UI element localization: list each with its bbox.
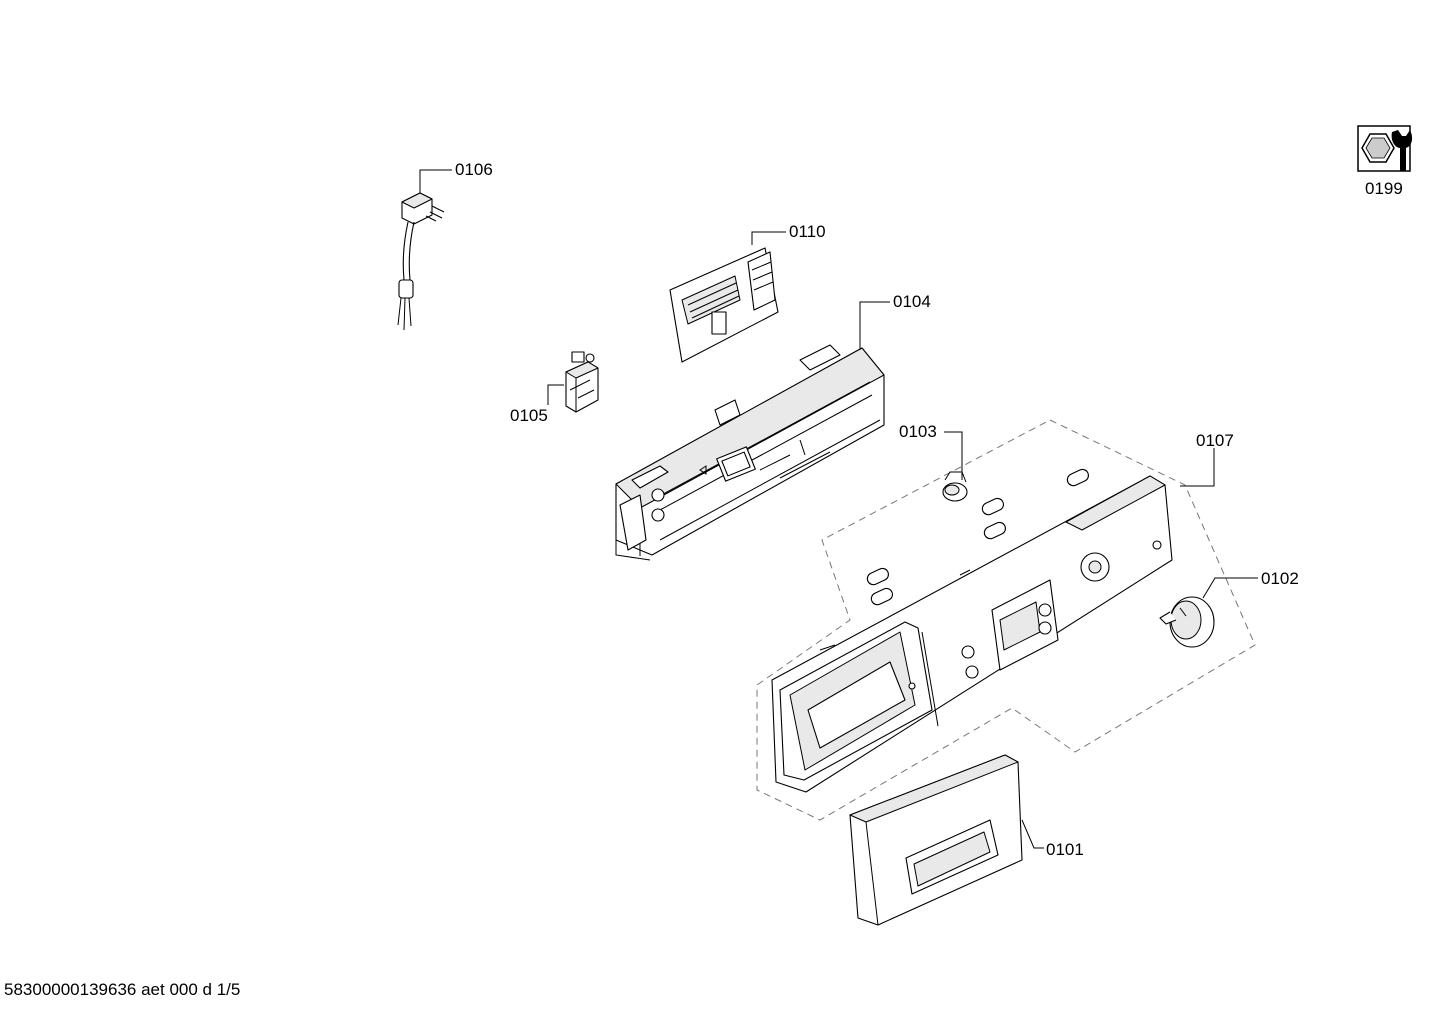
push-button-part[interactable] — [942, 471, 968, 502]
mains-cable-part[interactable] — [397, 192, 445, 331]
button-pins — [866, 468, 1089, 606]
selector-knob-part[interactable] — [1159, 596, 1215, 648]
control-panel-fascia-part[interactable] — [771, 475, 1173, 793]
label-0105[interactable]: 0105 — [510, 406, 548, 425]
switch-part[interactable] — [565, 351, 599, 413]
label-0104[interactable]: 0104 — [893, 292, 931, 311]
label-0110[interactable]: 0110 — [789, 222, 826, 241]
module-housing-part[interactable] — [615, 301, 890, 561]
label-0103[interactable]: 0103 — [899, 422, 937, 441]
label-0199[interactable]: 0199 — [1365, 179, 1403, 198]
service-tool-icon[interactable] — [1357, 125, 1413, 172]
assembly-outline — [756, 419, 1256, 821]
circuit-board-part[interactable] — [669, 247, 779, 363]
label-0101[interactable]: 0101 — [1046, 840, 1084, 859]
label-0102[interactable]: 0102 — [1261, 569, 1299, 588]
label-0106[interactable]: 0106 — [455, 160, 493, 179]
document-footer: 58300000139636 aet 000 d 1/5 — [4, 980, 241, 999]
label-0107[interactable]: 0107 — [1196, 431, 1234, 450]
dispenser-handle-part[interactable] — [849, 754, 1023, 926]
